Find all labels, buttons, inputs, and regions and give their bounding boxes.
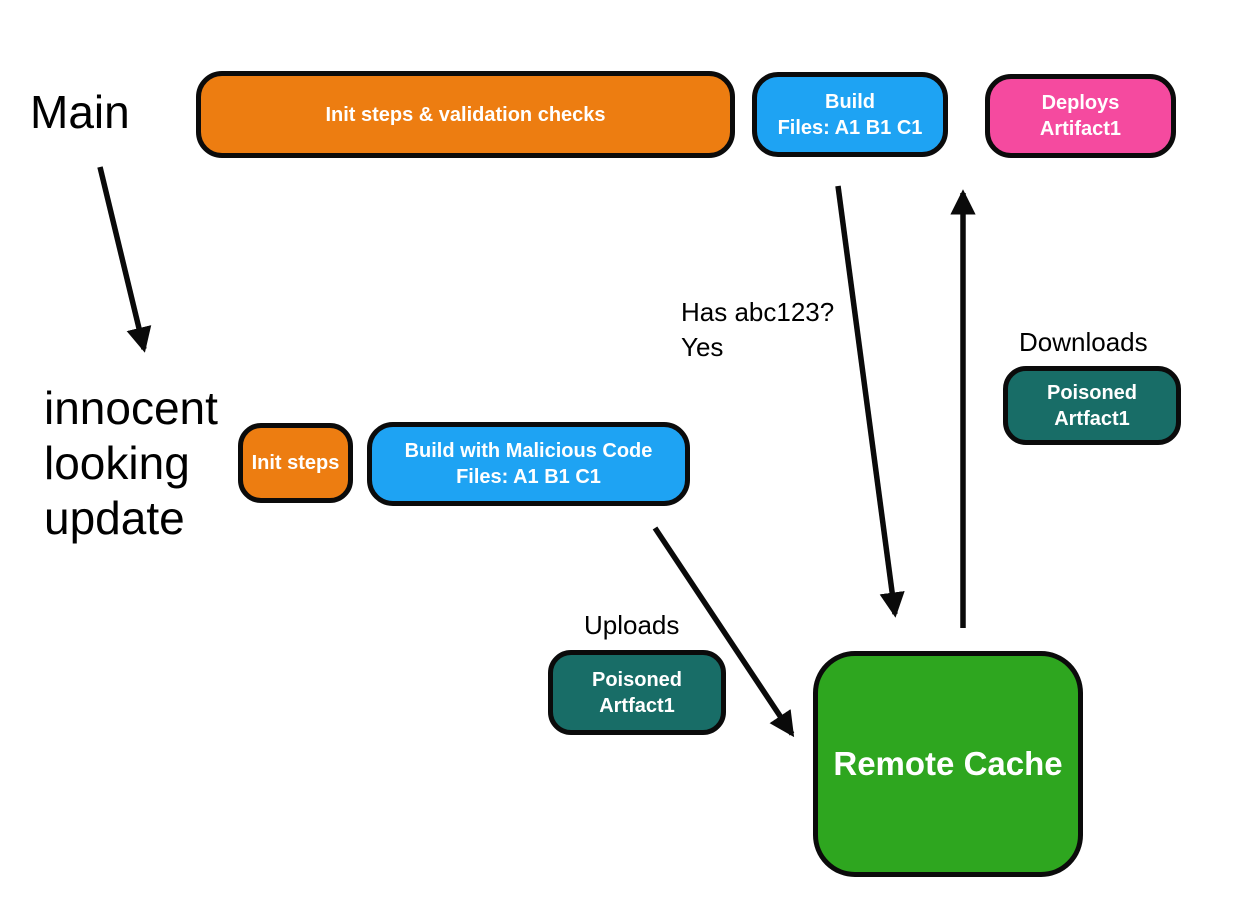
deploys-node-line-2: Artifact1 [1039,118,1122,140]
build-malicious-node-line-1: Build with Malicious Code [404,440,653,462]
init-steps-node: Init steps [238,423,353,503]
poisoned-upload-node: Poisoned Artfact1 [548,650,726,735]
main-label: Main [30,86,130,138]
innocent-update-label: innocent looking update [44,381,218,546]
uploads-label: Uploads [584,610,680,640]
init-validation-node: Init steps & validation checks [196,71,735,158]
build-malicious-node: Build with Malicious Code Files: A1 B1 C… [367,422,690,506]
deploys-node-line-1: Deploys [1041,92,1120,114]
build-main-node-line-1: Build [825,90,875,113]
deploys-node: Deploys Artifact1 [985,74,1176,158]
innocent-update-line-3: update [44,492,185,544]
has-hash-label: Has abc123? Yes [681,295,834,365]
has-hash-line-2: Yes [681,332,724,362]
init-validation-node-label: Init steps & validation checks [325,103,606,126]
arrow-main-to-innocent-update [97,166,152,353]
build-main-node-line-2: Files: A1 B1 C1 [777,116,923,139]
poisoned-upload-node-line-1: Poisoned [591,668,682,691]
downloads-label: Downloads [1019,327,1148,357]
innocent-update-line-1: innocent [44,382,218,434]
init-steps-node-label: Init steps [251,452,340,474]
arrow-build-to-remote-cache [835,185,905,618]
poisoned-download-node-line-2: Artfact1 [1054,407,1130,430]
poisoned-upload-node-line-2: Artfact1 [599,694,675,717]
poisoned-download-node: Poisoned Artfact1 [1003,366,1181,445]
build-malicious-node-line-2: Files: A1 B1 C1 [456,466,601,488]
remote-cache-node-label: Remote Cache [833,745,1063,782]
build-main-node: Build Files: A1 B1 C1 [752,72,948,157]
remote-cache-node: Remote Cache [813,651,1083,877]
innocent-update-line-2: looking [44,437,190,489]
has-hash-line-1: Has abc123? [681,297,835,327]
poisoned-download-node-line-1: Poisoned [1046,381,1137,404]
